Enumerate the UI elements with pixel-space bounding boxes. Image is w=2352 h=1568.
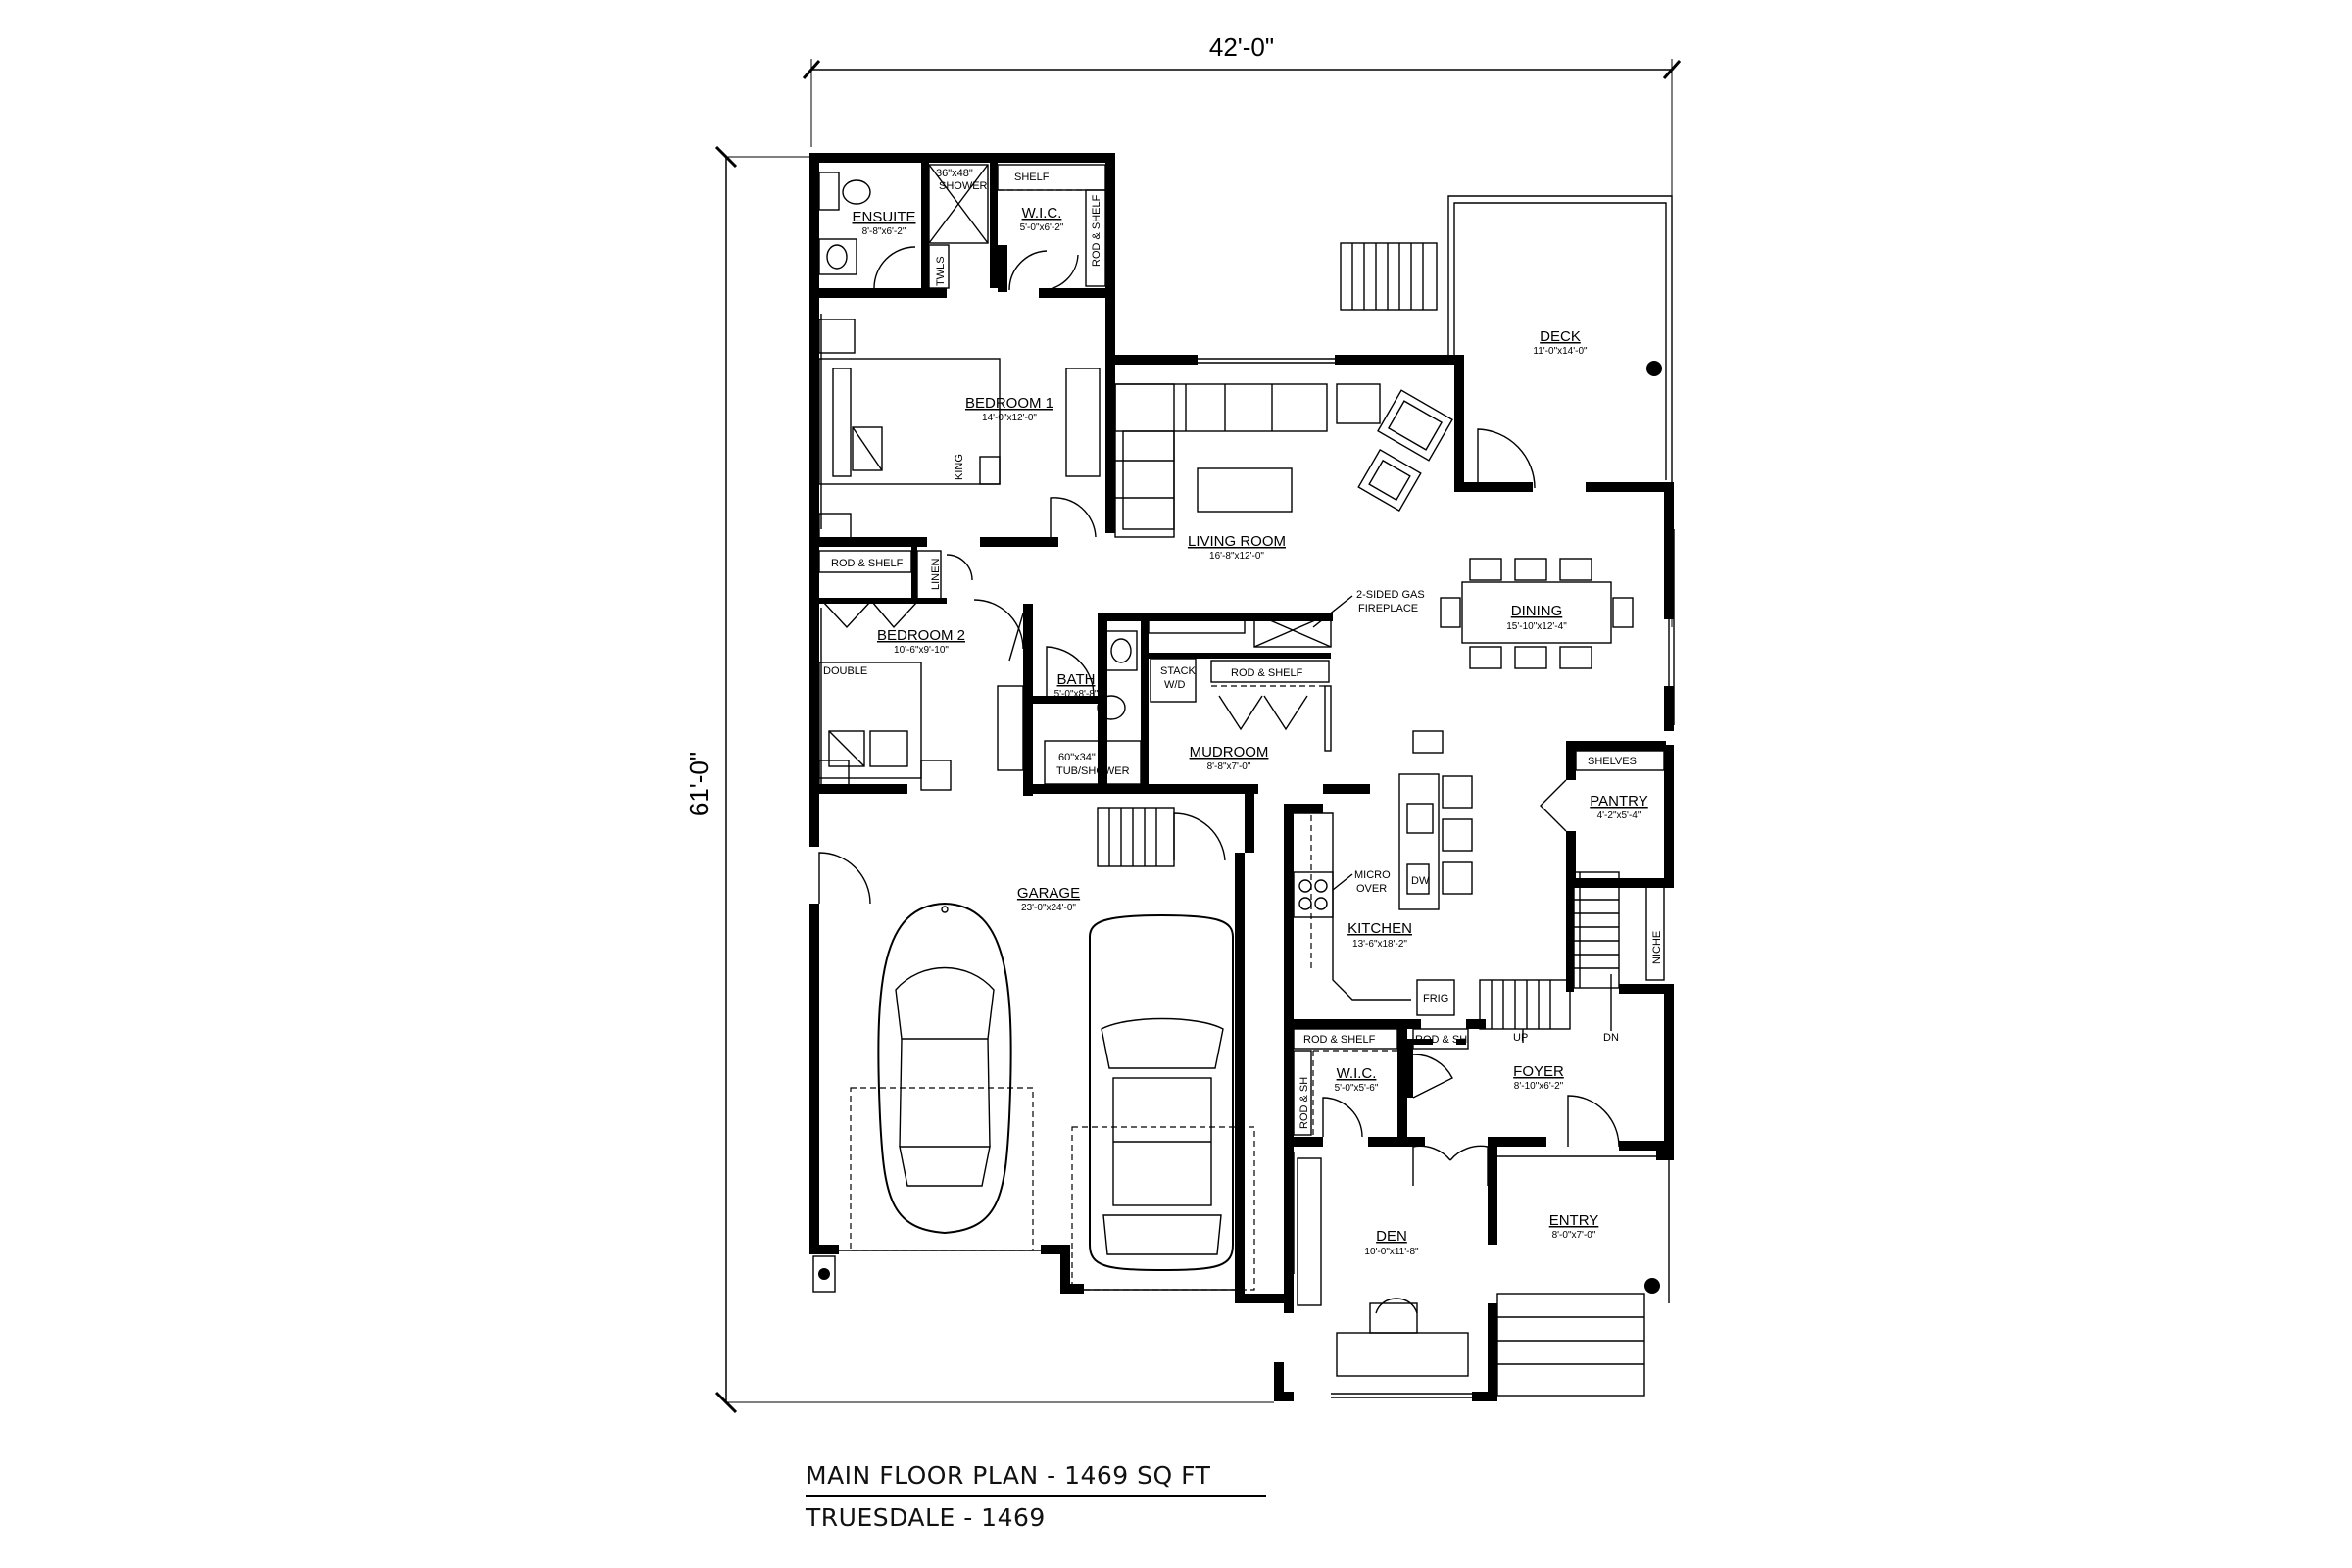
micro-label: MICRO bbox=[1354, 869, 1391, 881]
shelves-label: SHELVES bbox=[1588, 756, 1637, 767]
wic1-name: W.I.C. bbox=[1022, 205, 1062, 221]
living-name: LIVING ROOM bbox=[1188, 533, 1286, 550]
fireplace-label-2: FIREPLACE bbox=[1358, 603, 1418, 614]
rod-shelf-bed2-label: ROD & SHELF bbox=[831, 558, 904, 569]
windows bbox=[814, 304, 1675, 1398]
pantry-name: PANTRY bbox=[1590, 793, 1647, 809]
entry-name: ENTRY bbox=[1549, 1212, 1599, 1229]
title-divider bbox=[806, 1495, 1266, 1497]
wic2-name: W.I.C. bbox=[1337, 1065, 1377, 1082]
living-room: LIVING ROOM 16'-8"x12'-0" 2-SIDED GAS FI… bbox=[1114, 383, 1453, 648]
plan-title: MAIN FLOOR PLAN - 1469 SQ FT bbox=[806, 1461, 1211, 1490]
shower-label: 36"x48" bbox=[936, 168, 973, 179]
deck-dim: 11'-0"x14'-0" bbox=[1533, 346, 1588, 357]
rod-sh-label: ROD & SH bbox=[1415, 1034, 1467, 1046]
width-dimension: 42'-0" bbox=[1209, 32, 1274, 62]
rod-shelf-mud-label: ROD & SHELF bbox=[1231, 667, 1303, 679]
king-label: KING bbox=[954, 454, 965, 480]
pantry: SHELVES PANTRY 4'-2"x5'-4" bbox=[1540, 750, 1665, 832]
kitchen: MICRO OVER DW FRIG KITCHEN 13'-6"x18'-2" bbox=[1293, 730, 1473, 1016]
pantry-dim: 4'-2"x5'-4" bbox=[1597, 810, 1642, 821]
bedroom1-dim: 14'-0"x12'-0" bbox=[982, 413, 1037, 423]
bedroom1: KING BEDROOM 1 14'-0"x12'-0" bbox=[818, 318, 1101, 540]
mudroom-name: MUDROOM bbox=[1190, 744, 1269, 760]
title-block: MAIN FLOOR PLAN - 1469 SQ FT TRUESDALE -… bbox=[806, 1458, 1266, 1535]
dn-label: DN bbox=[1603, 1032, 1619, 1044]
ensuite-name: ENSUITE bbox=[852, 209, 915, 225]
dining-dim: 15'-10"x12'-4" bbox=[1506, 621, 1567, 632]
up-label: UP bbox=[1513, 1032, 1528, 1044]
stairs bbox=[1097, 807, 1665, 1043]
bedroom2-dim: 10'-6"x9'-10" bbox=[894, 645, 949, 656]
car-left bbox=[877, 902, 1012, 1235]
kitchen-name: KITCHEN bbox=[1348, 920, 1412, 937]
double-label: DOUBLE bbox=[823, 665, 867, 677]
foyer-entry: FOYER 8'-10"x6'-2" ENTRY 8'-0"x7'-0" bbox=[1412, 1063, 1664, 1396]
tub-label: 60"x34" bbox=[1058, 752, 1096, 763]
fireplace-label: 2-SIDED GAS bbox=[1356, 589, 1425, 601]
mudroom-dim: 8'-8"x7'-0" bbox=[1207, 761, 1251, 772]
micro-label-2: OVER bbox=[1356, 883, 1387, 895]
dining-name: DINING bbox=[1511, 603, 1563, 619]
living-dim: 16'-8"x12'-0" bbox=[1209, 551, 1264, 562]
deck-name: DECK bbox=[1540, 328, 1581, 345]
linen-label: LINEN bbox=[930, 559, 942, 590]
ensuite-area: 36"x48" SHOWER SHELF ROD & SHELF TWLS EN… bbox=[818, 164, 1106, 291]
niche-label: NICHE bbox=[1651, 931, 1663, 964]
garage: GARAGE 23'-0"x24'-0" bbox=[812, 852, 1255, 1293]
bedroom2-name: BEDROOM 2 bbox=[877, 627, 965, 644]
dining: DINING 15'-10"x12'-4" bbox=[1440, 558, 1634, 669]
den-dim: 10'-0"x11'-8" bbox=[1364, 1247, 1419, 1257]
wic2: ROD & SHELF ROD & SH ROD & SH W.I.C. 5'-… bbox=[1293, 1028, 1469, 1138]
wic2-dim: 5'-0"x5'-6" bbox=[1335, 1083, 1379, 1094]
garage-name: GARAGE bbox=[1017, 885, 1080, 902]
dw-label: DW bbox=[1411, 875, 1430, 887]
bath-dim: 5'-0"x8'-8" bbox=[1054, 689, 1099, 700]
frig-label: FRIG bbox=[1423, 993, 1448, 1004]
foyer-dim: 8'-10"x6'-2" bbox=[1514, 1081, 1564, 1092]
den: DEN 10'-0"x11'-8" bbox=[1297, 1157, 1469, 1377]
tub-label-2: TUB/SHOWER bbox=[1056, 765, 1130, 777]
stack-label: STACK bbox=[1160, 665, 1197, 677]
mudroom: STACK W/D ROD & SHELF MUDROOM 8'-8"x7'-0… bbox=[1150, 658, 1332, 772]
bath-name: BATH bbox=[1057, 671, 1096, 688]
rod-shelf-vertical-label: ROD & SHELF bbox=[1091, 194, 1102, 267]
bath: 60"x34" TUB/SHOWER BATH 5'-0"x8'-8" bbox=[1044, 630, 1142, 785]
entry-dim: 8'-0"x7'-0" bbox=[1552, 1230, 1596, 1241]
kitchen-dim: 13'-6"x18'-2" bbox=[1352, 939, 1407, 950]
den-name: DEN bbox=[1376, 1228, 1407, 1245]
shower-label-2: SHOWER bbox=[939, 180, 988, 192]
shelf-label: SHELF bbox=[1014, 172, 1050, 183]
rod-sh-vertical-label: ROD & SH bbox=[1298, 1077, 1310, 1129]
ensuite-dim: 8'-8"x6'-2" bbox=[862, 226, 906, 237]
stack-label-2: W/D bbox=[1164, 679, 1185, 691]
bedroom2: ROD & SHELF LINEN DOUBLE BEDROOM 2 10'-6… bbox=[818, 550, 1024, 791]
garage-dim: 23'-0"x24'-0" bbox=[1021, 903, 1076, 913]
plan-subtitle: TRUESDALE - 1469 bbox=[806, 1503, 1046, 1532]
depth-dimension: 61'-0" bbox=[684, 752, 713, 816]
twls-label: TWLS bbox=[935, 256, 947, 286]
car-right bbox=[1089, 913, 1234, 1272]
dimension-lines: 42'-0" 61'-0" bbox=[684, 32, 1682, 1414]
rod-shelf-wic2-label: ROD & SHELF bbox=[1303, 1034, 1376, 1046]
wic1-dim: 5'-0"x6'-2" bbox=[1020, 222, 1064, 233]
foyer-name: FOYER bbox=[1513, 1063, 1564, 1080]
bedroom1-name: BEDROOM 1 bbox=[965, 395, 1054, 412]
deck: DECK 11'-0"x14'-0" bbox=[1340, 195, 1673, 490]
